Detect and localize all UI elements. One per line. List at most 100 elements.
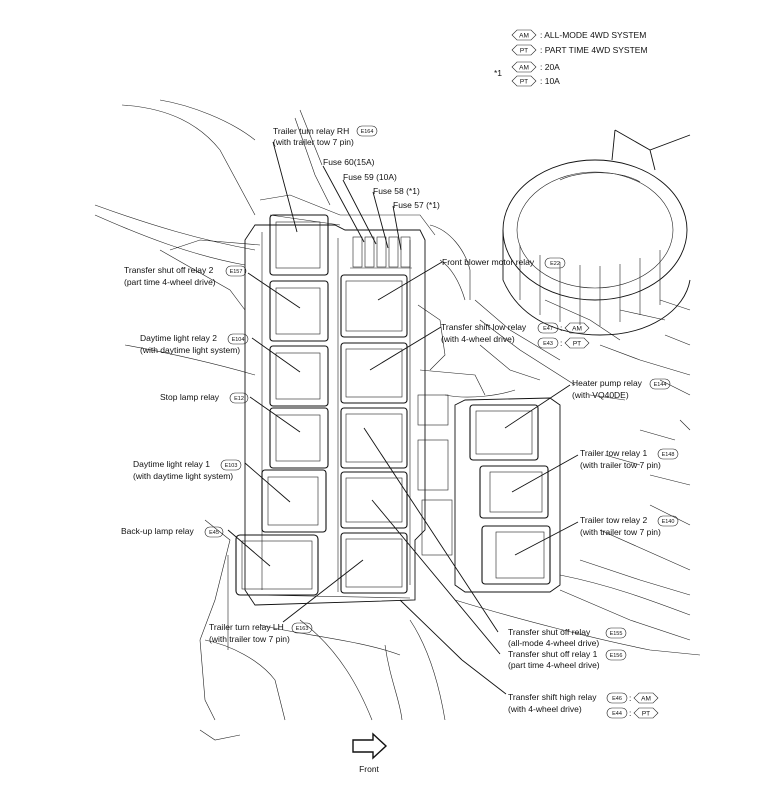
svg-text:(with VQ40DE): (with VQ40DE) [572,390,629,400]
relay-heater-pump [469,404,539,461]
svg-text:E140: E140 [662,519,675,525]
connector-tag [225,265,247,277]
am-tag: AM [519,33,529,40]
relay-transfer-shut-off-1 [340,471,408,529]
svg-text:Trailer tow relay 2: Trailer tow relay 2 [580,515,648,525]
svg-text:E22: E22 [550,261,560,267]
svg-text:(with trailer tow 7 pin): (with trailer tow 7 pin) [209,634,290,644]
am-tag-shape [633,692,659,704]
pt-tag: PT [520,48,528,55]
svg-text::: : [629,693,631,703]
svg-text:E46: E46 [612,696,622,702]
svg-text:(part time 4-wheel drive): (part time 4-wheel drive) [508,660,600,670]
fuse-slot [388,236,399,268]
svg-text:(with trailer tow 7 pin): (with trailer tow 7 pin) [273,137,354,147]
fuse-slot [364,236,375,268]
relay-front-blower-motor [340,274,408,338]
callout-labels: Trailer turn relay RH E164 (with trailer… [121,125,679,719]
svg-text::: : [560,323,562,333]
svg-text:Daytime light relay 1: Daytime light relay 1 [133,459,210,469]
connector-tag [229,392,249,404]
relay-trailer-tow-2 [481,525,551,585]
relay-backup-lamp [235,534,319,596]
svg-text:(part time 4-wheel drive): (part time 4-wheel drive) [124,277,216,287]
connector-tag [537,322,559,334]
relay-stop-lamp [269,407,329,469]
svg-text:(with 4-wheel drive): (with 4-wheel drive) [441,334,515,344]
connector-tag [606,692,628,704]
svg-text:E157: E157 [230,269,243,275]
connector-tag [537,337,559,349]
blower-motor-outline [502,129,691,336]
note-pt-tag: PT [520,79,528,86]
svg-text:E156: E156 [610,653,623,659]
label-backup-lamp: Back-up lamp relay E45 [121,526,224,538]
svg-text:E155: E155 [610,631,623,637]
relay-trailer-turn-rh [269,214,329,276]
svg-text::: : [629,708,631,718]
note-pt-value: : 10A [540,76,560,86]
connector-tag [227,333,249,345]
svg-text:E104: E104 [232,337,245,343]
front-indicator: Front [352,732,388,774]
am-tag-shape [511,29,537,41]
connector-tag [544,257,566,269]
svg-text:E45: E45 [209,530,219,536]
label-transfer-shut-off: Transfer shut off relay E155 (all-mode 4… [508,627,627,670]
relay-box [235,214,453,606]
label-trailer-turn-lh: Trailer turn relay LH E163 (with trailer… [209,622,313,644]
svg-text:E44: E44 [612,711,622,717]
svg-text:E47: E47 [543,326,553,332]
svg-text:Heater pump relay: Heater pump relay [572,378,643,388]
svg-text:(with daytime light system): (with daytime light system) [133,471,233,481]
svg-text:Trailer turn relay LH: Trailer turn relay LH [209,622,284,632]
svg-text:Transfer shut off relay 2: Transfer shut off relay 2 [124,265,214,275]
svg-text:(with daytime light system): (with daytime light system) [140,345,240,355]
connector-tag [291,622,313,634]
connector-tag [605,649,627,661]
svg-text:(with trailer tow 7 pin): (with trailer tow 7 pin) [580,460,661,470]
svg-text:AM: AM [641,696,651,703]
note-am-value: : 20A [540,62,560,72]
connector-tag [649,378,671,390]
label-transfer-shift-high: Transfer shift high relay E46 : AM (with… [508,692,659,719]
svg-text:(with 4-wheel drive): (with 4-wheel drive) [508,704,582,714]
relay-trailer-turn-lh [340,532,408,594]
pt-tag-shape [564,337,590,349]
label-transfer-shift-low: Transfer shift low relay E47 : AM (with … [441,322,590,349]
svg-text:AM: AM [572,326,582,333]
label-trailer-tow-1: Trailer tow relay 1 E148 (with trailer t… [580,448,679,470]
connector-tag [605,627,627,639]
note-am-tag-shape [511,61,537,73]
label-transfer-shut-off-2: Transfer shut off relay 2 E157 (part tim… [124,265,247,287]
connector-tag [657,515,679,527]
svg-text::: : [560,338,562,348]
label-stop-lamp: Stop lamp relay E12 [160,392,249,404]
label-fuse-59: Fuse 59 (10A) [343,172,397,182]
label-fuse-57: Fuse 57 (*1) [393,200,440,210]
svg-text:E12: E12 [234,396,244,402]
fuse-slot [352,236,363,268]
label-fuse-58: Fuse 58 (*1) [373,186,420,196]
svg-text:Transfer shift high relay: Transfer shift high relay [508,692,597,702]
pt-tag-shape [511,44,537,56]
svg-text:Transfer shut off relay: Transfer shut off relay [508,627,591,637]
svg-text:E163: E163 [296,626,309,632]
svg-text:Stop lamp relay: Stop lamp relay [160,392,220,402]
svg-text:PT: PT [642,711,650,718]
relay-trailer-tow-1 [479,465,549,519]
note-pt-tag-shape [511,75,537,87]
engine-bay-outline [94,99,701,741]
legend: AM : ALL-MODE 4WD SYSTEM PT : PART TIME … [494,29,648,87]
label-daytime-light-1: Daytime light relay 1 E103 (with daytime… [133,459,242,481]
front-arrow-icon [352,732,388,760]
label-fuse-60: Fuse 60(15A) [323,157,375,167]
pt-tag-shape [633,707,659,719]
label-heater-pump: Heater pump relay E144 (with VQ40DE) [572,378,671,400]
svg-text:E43: E43 [543,341,553,347]
svg-text:PT: PT [573,341,581,348]
connector-tag [220,459,242,471]
connector-tag [356,125,378,137]
svg-text:E148: E148 [662,452,675,458]
